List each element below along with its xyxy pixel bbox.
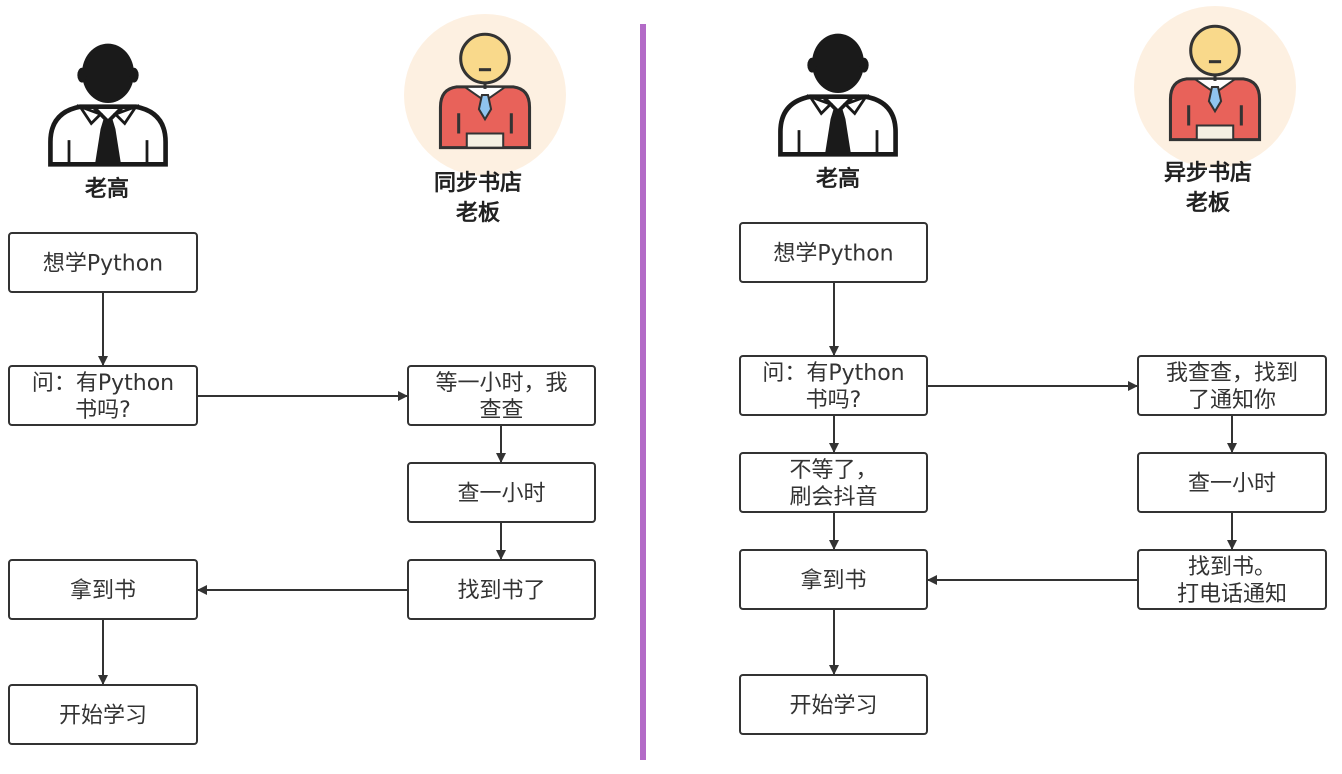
boss-label-line1: 异步书店 [1164,160,1252,186]
right-notify-text-line1: 我查查，找到 [1166,361,1298,386]
right-nowait-text-line1: 不等了， [789,458,877,483]
left-check-box: 查一小时 [407,462,596,523]
right-found-text-line1: 找到书。 [1188,555,1276,580]
left-ask-text-line1: 问：有Python [32,371,174,396]
boss-label-line2: 老板 [1185,191,1231,216]
right-check-text-line1: 查一小时 [1188,472,1276,497]
left-wait-text-line1: 等一小时，我 [435,371,567,396]
person-label: 老高 [84,176,129,202]
right-ask-text-line2: 书吗? [806,388,862,413]
left-found-box: 找到书了 [407,559,596,620]
right-nowait-box: 不等了，刷会抖音 [739,452,928,513]
left-found-text-line1: 找到书了 [457,579,545,604]
left-wait-box: 等一小时，我查查 [407,365,596,426]
left-study-box: 开始学习 [8,684,198,745]
shopkeeper-icon [1134,6,1296,168]
right-want-box: 想学Python [739,222,928,283]
left-ask-text-line2: 书吗? [75,398,131,423]
person-icon [780,34,895,155]
right-want-text-line1: 想学Python [773,242,893,267]
left-got-text-line1: 拿到书 [70,578,136,604]
right-nowait-text-line2: 刷会抖音 [789,485,877,510]
person-icon [50,44,165,165]
left-study-text-line1: 开始学习 [59,704,147,729]
right-found-box: 找到书。打电话通知 [1137,549,1327,610]
boss-label-line2: 老板 [455,201,501,226]
flow-connectors [98,282,1237,685]
right-ask-text-line1: 问：有Python [762,361,904,386]
right-found-text-line2: 打电话通知 [1177,582,1287,607]
flow-boxes: 想学Python问：有Python书吗?等一小时，我查查查一小时找到书了拿到书开… [8,222,1327,745]
left-got-box: 拿到书 [8,559,198,620]
right-study-box: 开始学习 [739,674,928,735]
left-want-text-line1: 想学Python [43,252,163,277]
left-want-box: 想学Python [8,232,198,293]
left-check-text-line1: 查一小时 [457,482,545,507]
right-study-text-line1: 开始学习 [789,694,877,719]
right-notify-text-line2: 了通知你 [1188,388,1276,413]
boss-label-line1: 同步书店 [434,170,522,196]
right-check-box: 查一小时 [1137,452,1327,513]
right-got-text-line1: 拿到书 [800,568,866,594]
shopkeeper-icon [404,14,566,176]
left-wait-text-line2: 查查 [479,398,523,423]
right-got-box: 拿到书 [739,549,928,610]
person-label: 老高 [815,166,860,192]
